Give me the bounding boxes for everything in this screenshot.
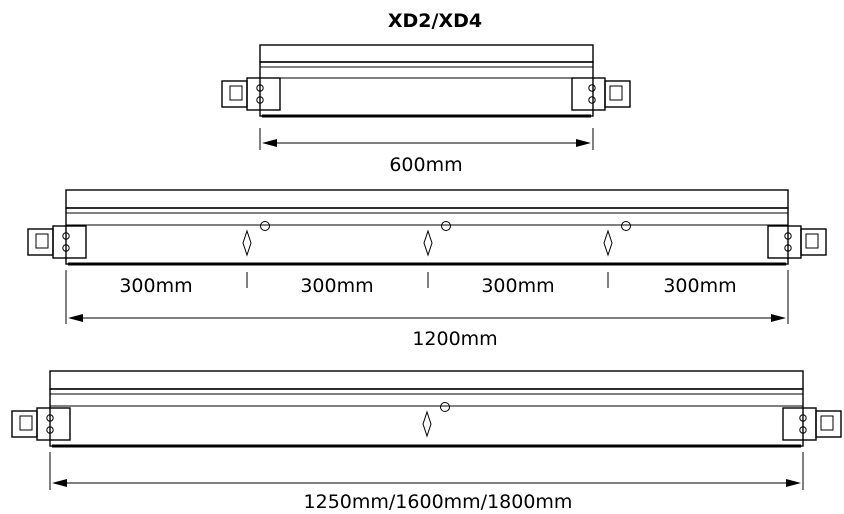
dimension-line <box>68 314 786 322</box>
dimension-line <box>52 479 801 487</box>
segment-label: 300mm <box>300 275 373 297</box>
end-connector-left <box>27 225 87 259</box>
slot-1 <box>242 221 270 257</box>
profile-flange <box>65 189 789 209</box>
slot-2 <box>423 221 451 257</box>
dimension-line <box>262 139 591 147</box>
end-connector-left <box>221 77 281 111</box>
slot-3 <box>603 221 631 257</box>
profile-long: 1250mm/1600mm/1800mm <box>11 370 842 513</box>
profile-600: 600mm <box>221 44 631 176</box>
segment-label: 300mm <box>481 275 554 297</box>
profile-body <box>259 61 594 117</box>
dimension-label: 600mm <box>389 154 462 176</box>
slot-1 <box>422 402 450 438</box>
profile-body <box>65 207 789 265</box>
end-connector-right <box>767 225 827 259</box>
profile-body <box>49 388 804 447</box>
end-connector-right <box>571 77 631 111</box>
segment-label: 300mm <box>663 275 736 297</box>
profile-flange <box>49 370 804 390</box>
diagram-title: XD2/XD4 <box>388 10 482 32</box>
profile-flange <box>259 44 594 63</box>
profile-1200: 300mm 300mm 300mm 300mm 1200mm <box>27 189 827 350</box>
end-connector-left <box>11 407 71 441</box>
segment-label: 300mm <box>119 275 192 297</box>
end-connector-right <box>782 407 842 441</box>
dimension-label: 1200mm <box>412 328 497 350</box>
dimension-label: 1250mm/1600mm/1800mm <box>304 491 573 513</box>
